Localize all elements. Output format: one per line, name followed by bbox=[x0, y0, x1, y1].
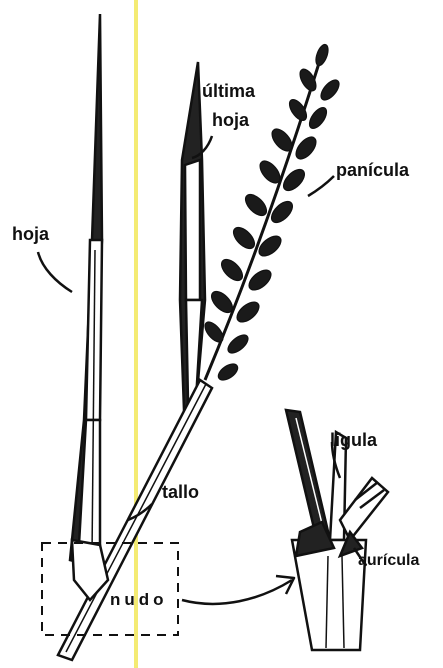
last-leaf bbox=[180, 62, 205, 410]
label-panicula: panícula bbox=[336, 160, 410, 180]
detail-arrow bbox=[182, 576, 294, 604]
leader-hoja-left bbox=[38, 252, 72, 292]
label-tallo: tallo bbox=[162, 482, 199, 502]
label-hoja-top: hoja bbox=[212, 110, 250, 130]
label-nudo: nudo bbox=[110, 590, 168, 609]
yellow-scan-line bbox=[134, 0, 138, 668]
label-ultima: última bbox=[202, 81, 256, 101]
label-auricula: aurícula bbox=[358, 552, 419, 569]
left-leaf bbox=[70, 14, 102, 562]
label-ligula: lígula bbox=[330, 430, 378, 450]
label-hoja-left: hoja bbox=[12, 224, 50, 244]
leader-panicula bbox=[308, 176, 334, 196]
